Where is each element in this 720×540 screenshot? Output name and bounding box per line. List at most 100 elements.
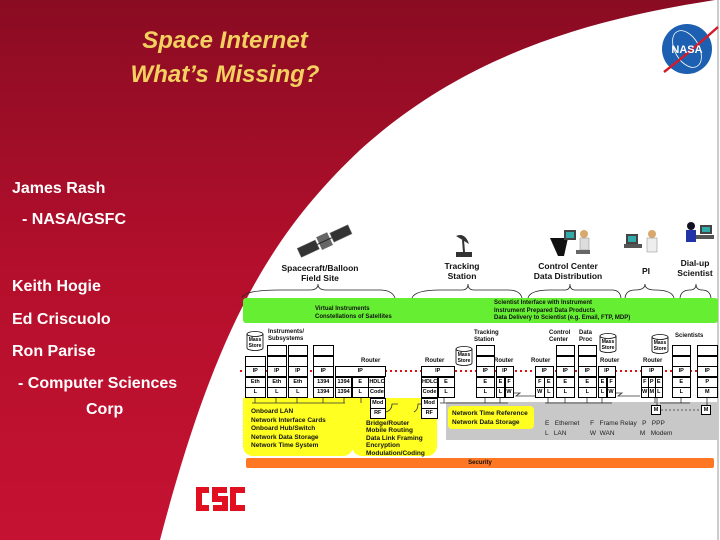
security-bar: Security — [246, 458, 714, 468]
protocol-layer-blank — [313, 345, 334, 356]
author-keith-hogie: Keith Hogie — [12, 278, 101, 295]
green-bar-left-text: Virtual Instruments Constellations of Sa… — [315, 306, 392, 320]
author-ed-criscuolo: Ed Criscuolo — [12, 311, 111, 328]
protocol-layer-e: E — [672, 376, 691, 388]
protocol-layer-ip: IP — [496, 366, 514, 377]
protocol-layer-blank — [578, 355, 597, 367]
legend-line-2: L LAN W WAN M Modem — [545, 430, 673, 437]
protocol-layer-blank — [578, 345, 597, 356]
protocol-layer-1394: 1394 — [313, 387, 334, 398]
mass-store-label: Mass Store — [653, 340, 667, 352]
title-line-1: Space Internet — [142, 27, 308, 54]
protocol-layer-ip: IP — [641, 366, 663, 377]
protocol-layer-l: L — [655, 387, 663, 398]
protocol-layer-1394: 1394 — [313, 376, 334, 388]
modem-box: M — [651, 405, 661, 415]
protocol-layer-ip: IP — [556, 366, 575, 377]
site-dialup-label: Dial-up Scientist — [677, 258, 713, 278]
protocol-layer-blank — [288, 345, 308, 356]
protocol-layer-ip: IP — [578, 366, 597, 377]
pi-workstation-icon — [624, 230, 658, 253]
protocol-layer-ip: IP — [697, 366, 718, 377]
label-tracking-station: Tracking Station — [474, 330, 499, 343]
protocol-layer-l: L — [544, 387, 554, 398]
protocol-layer-blank — [313, 355, 334, 367]
protocol-layer-ip: IP — [476, 366, 495, 377]
protocol-layer-l: L — [288, 387, 308, 398]
protocol-layer-w: W — [504, 387, 514, 398]
protocol-layer-blank — [476, 355, 495, 367]
legend-line-1: E Ethernet F Frame Relay P PPP — [545, 420, 665, 427]
protocol-layer-eth: Eth — [245, 376, 266, 388]
mass-store-label: Mass Store — [601, 339, 615, 351]
protocol-layer-mod: Mod — [421, 397, 438, 409]
label-scientists: Scientists — [675, 333, 704, 339]
protocol-layer-eth: Eth — [267, 376, 287, 388]
protocol-layer-l: L — [476, 387, 495, 398]
protocol-layer-blank — [672, 355, 691, 367]
protocol-layer-rf: RF — [421, 408, 438, 419]
site-pi-label: PI — [641, 266, 651, 276]
protocol-layer-mod: Mod — [370, 397, 386, 409]
protocol-layer-eth: Eth — [288, 376, 308, 388]
protocol-layer-ip: IP — [335, 366, 386, 377]
protocol-layer-l: L — [351, 387, 369, 398]
author-affiliation-nasa: - NASA/GSFC — [22, 211, 126, 228]
author-james-rash: James Rash — [12, 180, 106, 197]
label-router: Router — [531, 358, 551, 364]
protocol-layer-hdlc: HDLC — [368, 376, 386, 388]
protocol-layer-f: F — [504, 376, 514, 388]
protocol-layer-e: E — [476, 376, 495, 388]
protocol-layer-blank — [288, 355, 308, 367]
protocol-layer-e: E — [544, 376, 554, 388]
protocol-layer-l: L — [267, 387, 287, 398]
author-ron-parise: Ron Parise — [12, 343, 96, 360]
site-control-label: Control Center Data Distribution — [533, 261, 603, 281]
svg-text:NASA: NASA — [671, 44, 702, 56]
protocol-layer-blank — [245, 355, 266, 367]
protocol-layer-hdlc: HDLC — [421, 376, 438, 388]
protocol-layer-e: E — [351, 376, 369, 388]
protocol-layer-rf: RF — [370, 408, 386, 419]
protocol-layer-e: E — [437, 376, 455, 388]
protocol-layer-ip: IP — [267, 366, 287, 377]
protocol-layer-blank — [556, 355, 575, 367]
onboard-notes: Onboard LAN Network Interface Cards Onbo… — [251, 408, 326, 449]
protocol-layer-l: L — [672, 387, 691, 398]
protocol-layer-code: Code — [368, 387, 386, 398]
mass-store-label: Mass Store — [457, 352, 471, 364]
csc-logo — [196, 487, 245, 511]
label-router: Router — [425, 358, 445, 364]
label-router: Router — [494, 358, 514, 364]
protocol-layer-ip: IP — [245, 366, 266, 377]
author-affiliation-csc-2: Corp — [86, 401, 124, 418]
protocol-layer-l: L — [245, 387, 266, 398]
protocol-layer-e: E — [556, 376, 575, 388]
label-router: Router — [643, 358, 663, 364]
protocol-layer-ip: IP — [288, 366, 308, 377]
protocol-layer-blank — [267, 355, 287, 367]
label-router: Router — [361, 358, 381, 364]
nasa-logo: NASA — [662, 24, 719, 74]
protocol-layer-blank — [672, 345, 691, 356]
protocol-layer-blank — [476, 345, 495, 356]
protocol-layer-m: M — [697, 387, 718, 398]
site-tracking-label: Tracking Station — [444, 261, 480, 281]
protocol-layer-1394: 1394 — [335, 387, 353, 398]
protocol-layer-e: E — [655, 376, 663, 388]
tracking-antenna-icon — [456, 235, 472, 257]
green-bar-right-text: Scientist Interface with Instrument Inst… — [494, 300, 631, 321]
protocol-layer-ip: IP — [672, 366, 691, 377]
label-data-proc: Data Proc — [579, 330, 593, 343]
onboard-region — [243, 398, 353, 456]
protocol-layer-blank — [697, 345, 718, 356]
protocol-layer-blank — [697, 355, 718, 367]
protocol-layer-code: Code — [421, 387, 438, 398]
dialup-scientist-icon — [686, 222, 714, 242]
application-layer-bar — [243, 298, 718, 323]
title-line-2: What’s Missing? — [130, 61, 320, 88]
protocol-layer-ip: IP — [313, 366, 334, 377]
protocol-layer-blank — [267, 345, 287, 356]
